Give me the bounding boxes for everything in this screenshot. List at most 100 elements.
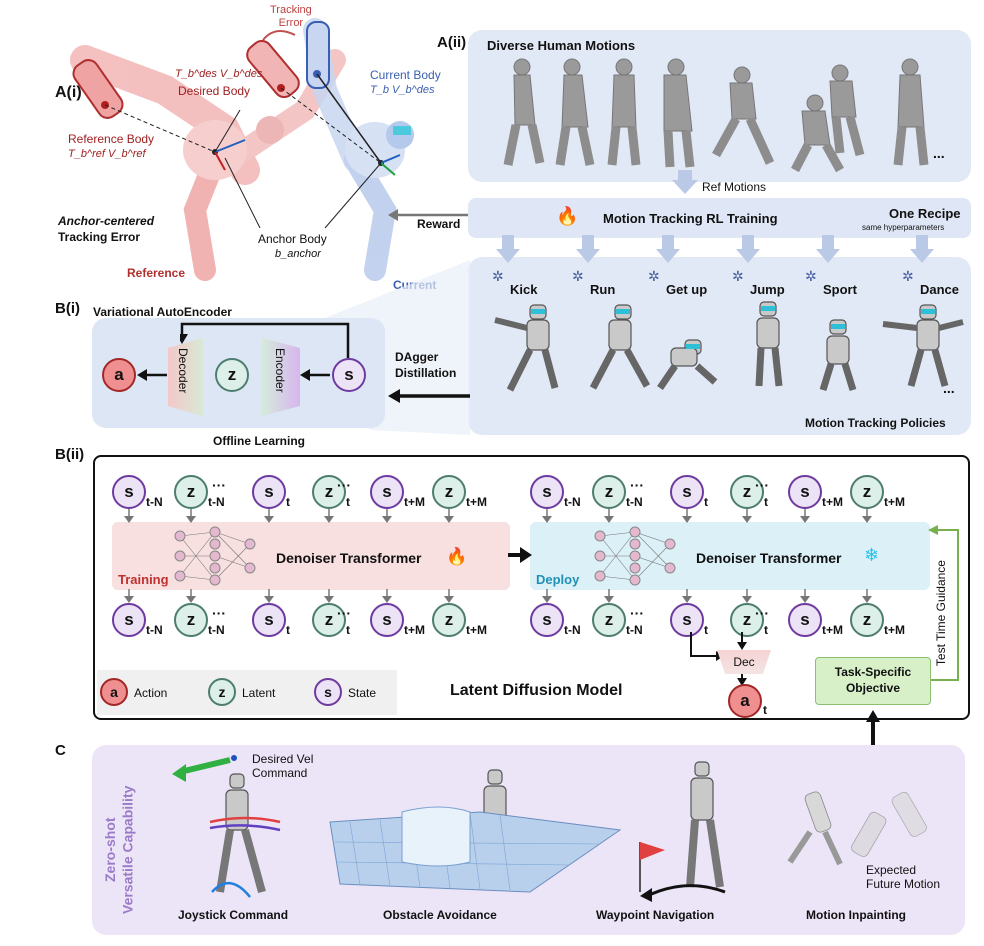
caption-joystick: Joystick Command	[178, 908, 289, 922]
decoder-shape	[168, 338, 203, 416]
legend-action-icon: a	[100, 678, 128, 706]
policy-arrows	[496, 235, 934, 263]
rl-training-label: Motion Tracking RL Training	[603, 211, 778, 226]
token-arrow	[800, 589, 810, 603]
zero-shot-label: Zero-shot Versatile Capability	[102, 785, 136, 915]
same-hyper-label: same hyperparameters	[862, 223, 945, 232]
deploy-action-sub: t	[763, 703, 767, 717]
token-arrow	[604, 589, 614, 603]
token-ellipsis: ···	[630, 477, 644, 493]
token-subscript: t-N	[208, 623, 225, 637]
train-to-deploy-arrow	[508, 547, 532, 563]
legend-latent-icon: z	[208, 678, 236, 706]
token-subscript: t-N	[564, 623, 581, 637]
encoder-label: Encoder	[273, 348, 287, 393]
ldm-title: Latent Diffusion Model	[450, 682, 623, 699]
vae-title: Variational AutoEncoder	[93, 305, 232, 319]
latent-token: z	[312, 475, 346, 509]
vae-state-node: s	[332, 358, 366, 392]
token-arrow	[264, 589, 274, 603]
fire-icon: 🔥	[556, 206, 579, 226]
policy-label-kick: Kick	[510, 282, 538, 297]
section-b1-label: B(i)	[55, 300, 80, 317]
policy-label-sport: Sport	[823, 282, 857, 297]
desired-body-label: Desired Body	[178, 84, 251, 98]
token-arrow	[124, 589, 134, 603]
token-arrow	[862, 589, 872, 603]
token-subscript: t	[286, 623, 290, 637]
latent-token: z	[850, 475, 884, 509]
token-arrow	[742, 589, 752, 603]
token-arrow	[186, 509, 196, 523]
policy-network-icon: ✲	[648, 268, 660, 284]
arrow-to-encoder	[300, 369, 330, 381]
objective-arrow	[866, 710, 880, 746]
policies-panel	[468, 257, 971, 435]
policy-label-jump: Jump	[750, 282, 785, 297]
snowflake-icon: ❄	[864, 545, 880, 565]
desired-symbol: T_b^des V_b^des	[175, 68, 263, 80]
training-denoiser-label: Denoiser Transformer	[276, 550, 422, 566]
token-arrow	[542, 509, 552, 523]
token-subscript: t+M	[466, 495, 487, 509]
vae-latent-node: z	[215, 358, 249, 392]
expected-motion-label: Expected Future Motion	[866, 863, 941, 892]
latent-token: z	[174, 475, 208, 509]
reward-label: Reward	[417, 217, 461, 231]
training-label: Training	[118, 572, 169, 587]
deploy-denoiser-label: Denoiser Transformer	[696, 550, 842, 566]
section-c-label: C	[55, 742, 66, 759]
policies-ellipsis: ...	[943, 380, 955, 396]
token-subscript: t+M	[822, 623, 843, 637]
token-subscript: t-N	[146, 623, 163, 637]
token-ellipsis: ···	[212, 605, 226, 621]
offline-learning-label: Offline Learning	[213, 434, 306, 448]
token-subscript: t+M	[884, 623, 905, 637]
one-recipe-label: One Recipe	[889, 206, 961, 221]
section-a2-label: A(ii)	[437, 34, 467, 51]
anchor-symbol: b_anchor	[275, 248, 321, 260]
dec-block: Dec	[717, 650, 771, 674]
token-subscript: t	[764, 495, 768, 509]
diverse-motions-title: Diverse Human Motions	[487, 38, 636, 53]
token-arrow	[444, 589, 454, 603]
legend-latent-label: Latent	[242, 686, 276, 700]
state-token: s	[670, 475, 704, 509]
dagger-arrow	[388, 389, 470, 403]
state-token: s	[530, 603, 564, 637]
arrow-to-action	[137, 369, 167, 381]
anchor-centered-label: Anchor-centered	[58, 214, 155, 228]
task-objective-box: Task-Specific Objective	[815, 657, 931, 705]
token-ellipsis: ···	[630, 605, 644, 621]
token-arrow	[542, 589, 552, 603]
policies-caption: Motion Tracking Policies	[805, 416, 946, 430]
current-body-label: Current Body	[370, 68, 441, 82]
decoder-label: Decoder	[176, 348, 190, 394]
token-arrow	[264, 509, 274, 523]
robot-policy-figures	[494, 301, 964, 392]
tracking-error-caption: Tracking Error	[58, 230, 141, 244]
token-subscript: t	[346, 495, 350, 509]
dec-connectors	[690, 632, 747, 686]
token-subscript: t+M	[404, 495, 425, 509]
policy-row: ✲Kick✲Run✲Get up✲Jump✲Sport✲Dance	[470, 262, 970, 302]
vae-action-node: a	[102, 358, 136, 392]
token-subscript: t	[764, 623, 768, 637]
caption-inpainting: Motion Inpainting	[806, 908, 906, 922]
skip-arrow	[180, 322, 350, 358]
nn-icon-training	[174, 526, 256, 586]
token-ellipsis: ···	[755, 477, 769, 493]
token-subscript: t-N	[626, 495, 643, 509]
token-arrow	[682, 589, 692, 603]
token-subscript: t	[346, 623, 350, 637]
legend-state-icon: s	[314, 678, 342, 706]
latent-token: z	[730, 475, 764, 509]
token-subscript: t+M	[404, 623, 425, 637]
token-subscript: t	[286, 495, 290, 509]
policy-label-get-up: Get up	[666, 282, 708, 297]
current-robot-figure	[303, 18, 414, 281]
token-ellipsis: ···	[337, 605, 351, 621]
token-arrow	[382, 509, 392, 523]
token-arrow	[324, 589, 334, 603]
policy-network-icon: ✲	[902, 268, 914, 284]
